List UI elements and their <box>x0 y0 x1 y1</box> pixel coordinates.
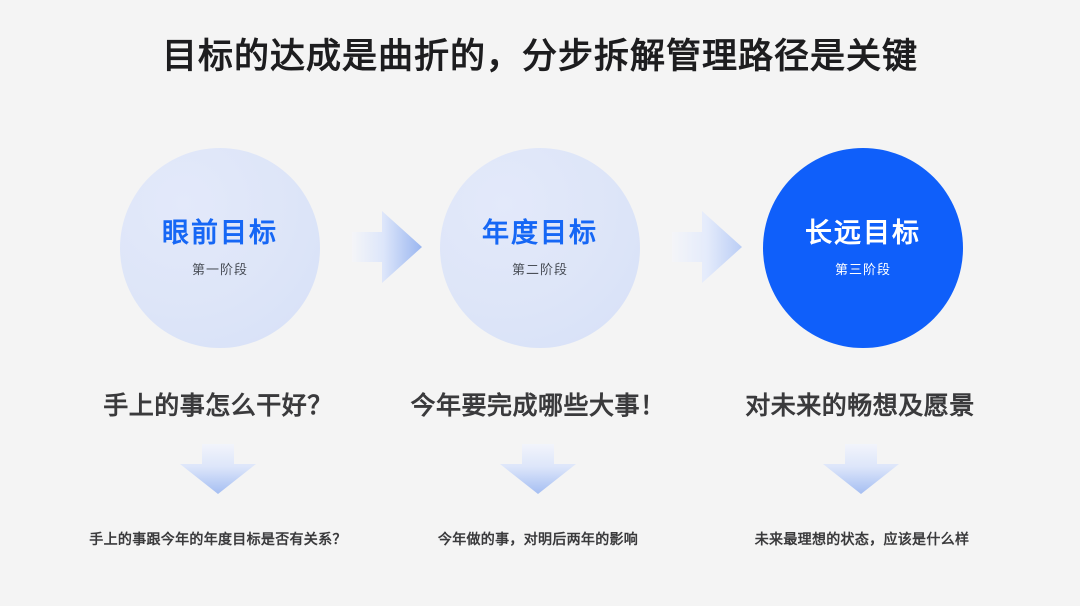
stage-heading-1: 手上的事怎么干好？ <box>103 392 333 420</box>
stage-circle-3[interactable]: 长远目标 第三阶段 <box>763 148 963 348</box>
stage-heading-row: 手上的事怎么干好？ 今年要完成哪些大事！ 对未来的畅想及愿景 <box>0 386 1080 422</box>
stage-circle-1-title: 眼前目标 <box>162 218 278 248</box>
arrow-right-icon <box>352 208 422 286</box>
stage-circle-2-title: 年度目标 <box>482 218 598 248</box>
stage-circle-row: 眼前目标 第一阶段 年度目标 第二阶段 长远目标 第三阶段 <box>0 148 1080 348</box>
arrow-down-icon <box>176 444 260 494</box>
stage-circle-3-title: 长远目标 <box>805 218 921 248</box>
arrow-down-icon <box>819 444 903 494</box>
stage-caption-row: 手上的事跟今年的年度目标是否有关系？ 今年做的事，对明后两年的影响 未来最理想的… <box>0 529 1080 553</box>
stage-heading-3: 对未来的畅想及愿景 <box>745 392 975 420</box>
stage-caption-3: 未来最理想的状态，应该是什么样 <box>754 531 970 547</box>
stage-heading-2: 今年要完成哪些大事！ <box>410 392 666 420</box>
stage-circle-2-subtitle: 第二阶段 <box>511 262 568 277</box>
stage-circle-1[interactable]: 眼前目标 第一阶段 <box>120 148 320 348</box>
arrow-right-icon <box>672 208 742 286</box>
stage-circle-2[interactable]: 年度目标 第二阶段 <box>440 148 640 348</box>
arrow-down-icon <box>496 444 580 494</box>
stage-circle-1-subtitle: 第一阶段 <box>191 262 248 277</box>
stage-caption-2: 今年做的事，对明后两年的影响 <box>437 531 639 547</box>
stage-circle-3-subtitle: 第三阶段 <box>834 262 891 277</box>
stage-caption-1: 手上的事跟今年的年度目标是否有关系？ <box>89 531 347 547</box>
page-title: 目标的达成是曲折的，分步拆解管理路径是关键 <box>161 37 918 76</box>
